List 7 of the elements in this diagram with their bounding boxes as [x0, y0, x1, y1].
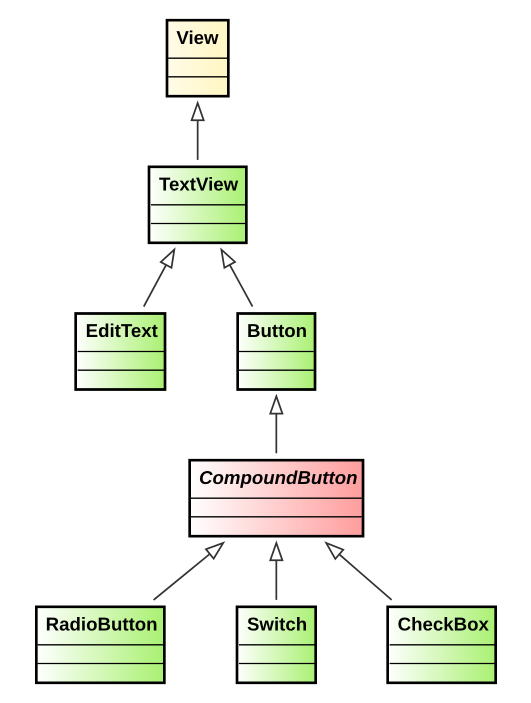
- arrow: [268, 540, 284, 600]
- arrow: [142, 247, 176, 307]
- arrow: [268, 394, 284, 454]
- arrow: [152, 541, 225, 601]
- arrow: [220, 247, 253, 307]
- arrow: [190, 100, 204, 160]
- arrow: [324, 541, 392, 601]
